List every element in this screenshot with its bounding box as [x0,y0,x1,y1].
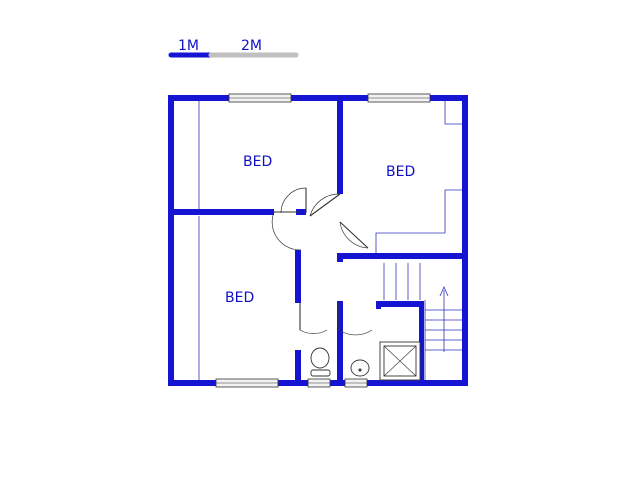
window-icon [307,378,331,388]
door-icon [299,303,328,334]
door-icon [271,211,302,251]
room-label-bed-bottom-left: BED [225,290,254,306]
scale-label-2m: 2M [241,38,262,54]
window-icon [344,378,368,388]
wardrobe-corner-right [444,100,465,125]
wall-bath-top [376,301,424,307]
wall-bath-right [419,301,424,383]
door-icon [338,303,373,336]
wardrobe-outline-right [375,189,465,253]
scale-bar: 1M 2M [168,38,299,58]
scale-label-1m: 1M [178,38,199,54]
wall-corridor-left [295,250,301,303]
door-icon [339,221,369,249]
wall-bed-divider-stub [296,209,306,215]
wall-corridor-left-lower [295,350,301,383]
door-icon [309,193,341,217]
wall-corridor-right [337,301,343,383]
wall-top [168,95,468,101]
wall-landing-stub [337,253,343,262]
staircase-icon [383,263,463,380]
shower-tray-icon [379,341,421,381]
room-label-bed-top-left: BED [243,154,272,170]
room-label-bed-top-right: BED [386,164,415,180]
wall-bed-divider-left [174,209,274,215]
wall-landing [337,253,468,259]
wall-right [462,95,468,386]
basin-icon [350,359,370,377]
windows [215,93,431,388]
window-icon [228,93,292,103]
doors [271,187,373,336]
window-icon [215,378,279,388]
wall-bath-stub [376,301,381,309]
wall-center-upper [337,101,343,194]
door-icon [280,187,307,214]
walls [168,95,468,386]
window-icon [367,93,431,103]
interior-thin-lines [198,100,465,380]
wall-left [168,95,174,386]
toilet-icon [310,347,331,377]
